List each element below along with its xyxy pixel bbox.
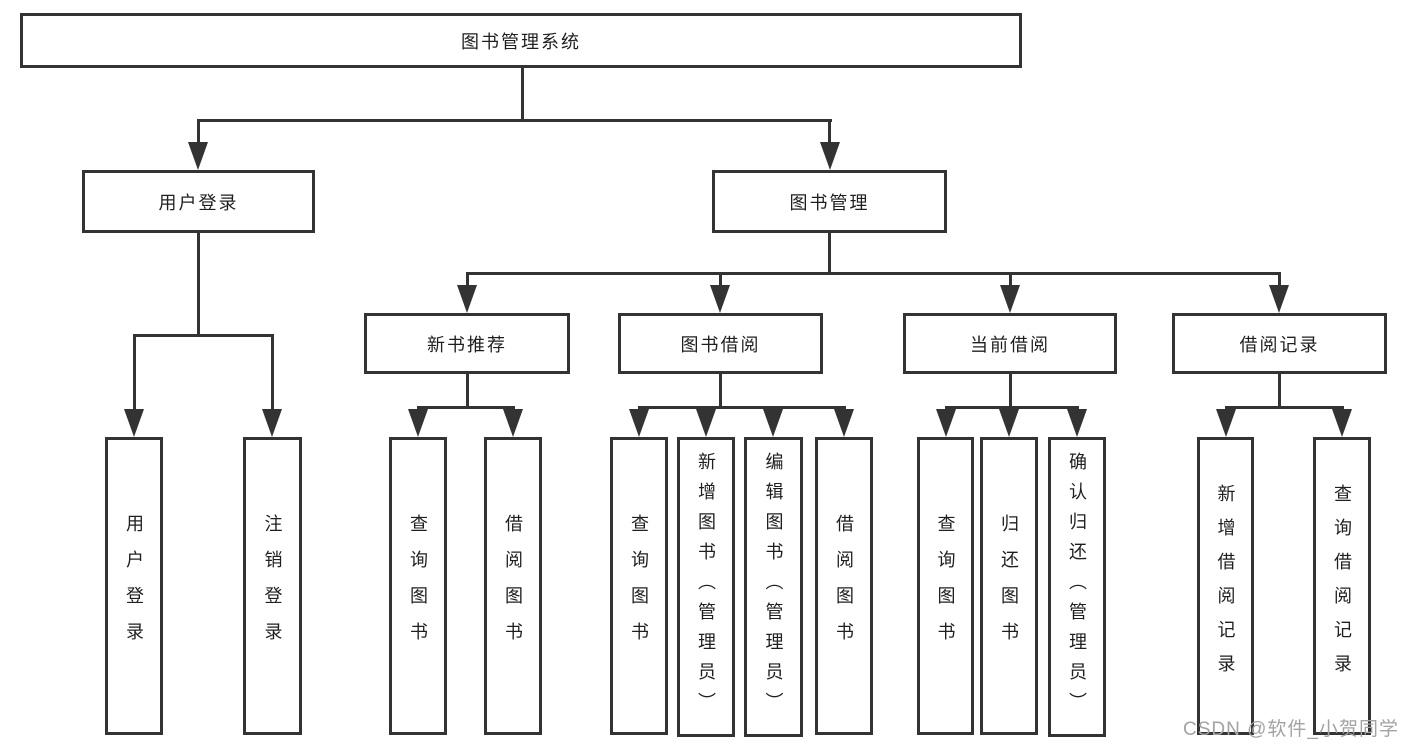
node-library-system: 图书管理系统 xyxy=(20,13,1022,68)
connector-newbook-stem xyxy=(466,374,469,406)
arrow-down-icon xyxy=(124,409,144,437)
connector-section2-shaft xyxy=(719,272,722,288)
node-label: 借阅记录 xyxy=(1239,334,1320,355)
leaf-query-borrow-record: 查询借阅记录 xyxy=(1313,437,1371,735)
connector-borrow-stem xyxy=(719,374,722,406)
arrow-down-icon xyxy=(503,409,523,437)
arrow-down-icon xyxy=(1216,409,1236,437)
leaf-borrow-books-2: 借阅图书 xyxy=(815,437,873,735)
node-label: 用户登录 xyxy=(158,192,239,213)
leaf-label: 查询借阅记录 xyxy=(1332,484,1352,688)
leaf-label: 查询图书 xyxy=(408,514,428,658)
arrow-down-icon xyxy=(710,285,730,313)
node-book-borrow: 图书借阅 xyxy=(618,313,823,374)
arrow-down-icon xyxy=(457,285,477,313)
leaf-label: 确认归还（管理员） xyxy=(1067,452,1087,722)
leaf-return-books: 归还图书 xyxy=(980,437,1038,735)
leaf-query-books-3: 查询图书 xyxy=(917,437,974,735)
leaf-label: 借阅图书 xyxy=(834,514,854,658)
connector-user-login-shaft xyxy=(197,119,200,144)
leaf-label: 归还图书 xyxy=(999,514,1019,658)
node-user-login: 用户登录 xyxy=(82,170,315,233)
leaf-label: 编辑图书（管理员） xyxy=(763,452,784,722)
connector-sections-distributor xyxy=(466,272,1281,275)
leaf-label: 新增图书（管理员） xyxy=(696,452,716,722)
leaf-label: 查询图书 xyxy=(935,514,956,658)
arrow-down-icon xyxy=(834,409,854,437)
connector-current-distributor xyxy=(945,406,1079,409)
arrow-down-icon xyxy=(696,409,716,437)
node-borrow-records: 借阅记录 xyxy=(1172,313,1387,374)
arrow-down-icon xyxy=(408,409,428,437)
leaf-user-login: 用户登录 xyxy=(105,437,163,735)
connector-section3-shaft xyxy=(1009,272,1012,288)
arrow-down-icon xyxy=(629,409,649,437)
arrow-down-icon xyxy=(1269,285,1289,313)
arrow-down-icon xyxy=(999,409,1019,437)
connector-book-mgmt-shaft xyxy=(828,119,831,144)
leaf-label: 新增借阅记录 xyxy=(1215,484,1236,688)
connector-section1-shaft xyxy=(466,272,469,288)
connector-root-stem xyxy=(521,68,524,119)
node-new-book-recommend: 新书推荐 xyxy=(364,313,570,374)
leaf-add-borrow-record: 新增借阅记录 xyxy=(1197,437,1254,735)
leaf-label: 借阅图书 xyxy=(503,514,523,658)
leaf-confirm-return-admin: 确认归还（管理员） xyxy=(1048,437,1106,737)
leaf-query-books-1: 查询图书 xyxy=(389,437,447,735)
node-book-management: 图书管理 xyxy=(712,170,947,233)
arrow-down-icon xyxy=(1332,409,1352,437)
node-label: 图书管理 xyxy=(789,192,870,213)
node-label: 图书借阅 xyxy=(680,334,761,355)
csdn-watermark: CSDN @软件_小贺同学 xyxy=(1183,719,1399,740)
leaf-label: 注销登录 xyxy=(262,514,283,658)
connector-login-distributor xyxy=(133,334,274,337)
node-label: 图书管理系统 xyxy=(461,31,581,52)
node-current-borrow: 当前借阅 xyxy=(903,313,1117,374)
leaf-borrow-books-1: 借阅图书 xyxy=(484,437,542,735)
connector-mgmt-stem xyxy=(828,233,831,272)
arrow-down-icon xyxy=(763,409,783,437)
leaf-label: 用户登录 xyxy=(124,514,144,658)
leaf-edit-books-admin: 编辑图书（管理员） xyxy=(744,437,803,737)
connector-login-stem xyxy=(197,233,200,334)
connector-borrow-distributor xyxy=(638,406,846,409)
leaf-logout: 注销登录 xyxy=(243,437,302,735)
arrow-down-icon xyxy=(936,409,956,437)
connector-level2-distributor xyxy=(197,119,832,122)
arrow-down-icon xyxy=(1000,285,1020,313)
connector-login-child2-shaft xyxy=(271,334,274,411)
connector-section4-shaft xyxy=(1278,272,1281,288)
arrow-down-icon xyxy=(1067,409,1087,437)
connector-records-distributor xyxy=(1225,406,1344,409)
leaf-label: 查询图书 xyxy=(629,514,649,658)
arrow-down-icon xyxy=(262,409,282,437)
arrow-down-icon xyxy=(188,142,208,170)
arrow-down-icon xyxy=(820,142,840,170)
connector-current-stem xyxy=(1009,374,1012,406)
connector-newbook-distributor xyxy=(417,406,515,409)
connector-login-child1-shaft xyxy=(133,334,136,411)
leaf-add-books-admin: 新增图书（管理员） xyxy=(677,437,735,737)
node-label: 当前借阅 xyxy=(970,334,1050,355)
connector-records-stem xyxy=(1278,374,1281,406)
node-label: 新书推荐 xyxy=(427,334,507,355)
leaf-query-books-2: 查询图书 xyxy=(610,437,668,735)
